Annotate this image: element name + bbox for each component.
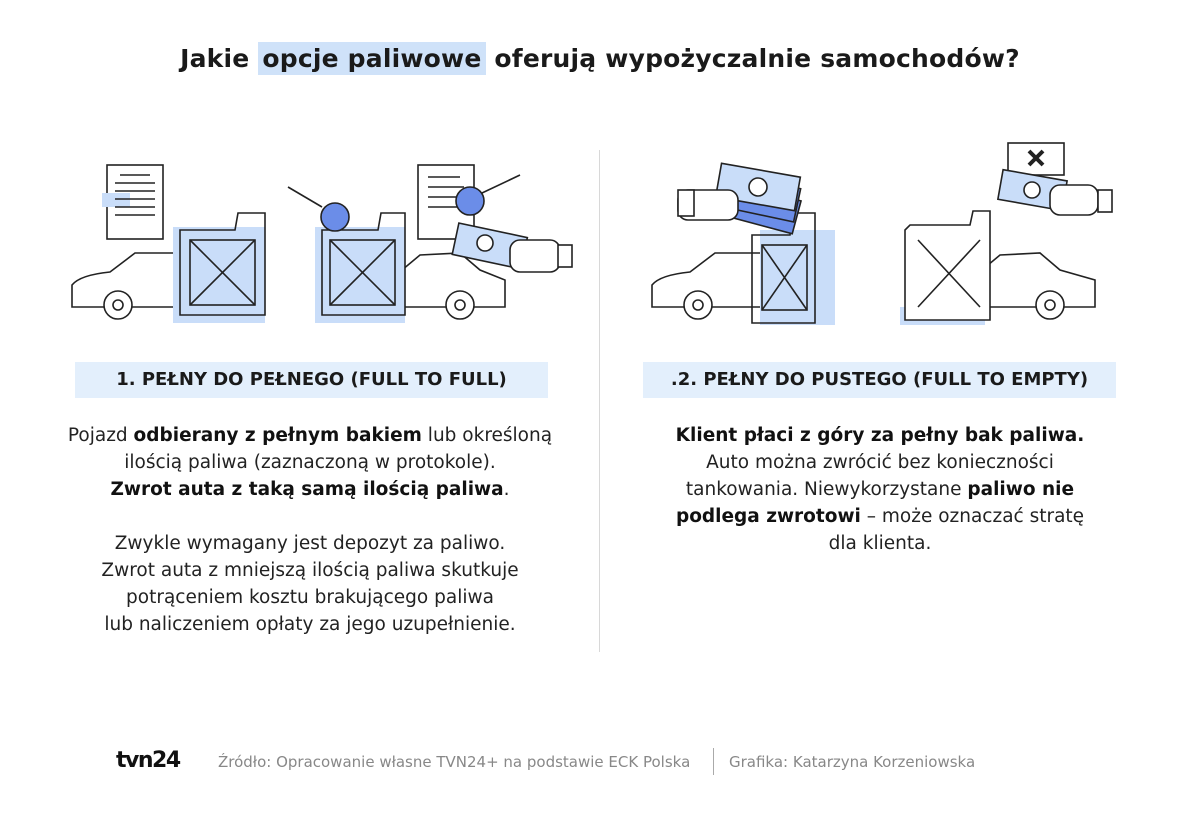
tvn24-logo: tvn24: [116, 748, 181, 773]
bold-text: Zwrot auta z taką samą ilością paliwa: [110, 479, 504, 500]
text: Pojazd: [67, 425, 134, 446]
page-title: Jakie opcje paliwowe oferują wypożyczaln…: [0, 42, 1200, 75]
text-line: Auto można zwrócić bez konieczności: [706, 452, 1054, 473]
bold-text: paliwo nie: [967, 479, 1075, 500]
text-line: Klient płaci z góry za pełny bak paliwa.: [620, 422, 1140, 449]
option-1-heading: 1. PEŁNY DO PEŁNEGO (FULL TO FULL): [75, 362, 548, 398]
title-text: Jakie: [180, 44, 259, 73]
text-line: podlega zwrotowi – może oznaczać stratę: [620, 503, 1140, 530]
option-2-description: Klient płaci z góry za pełny bak paliwa.…: [620, 422, 1140, 557]
text-line: tankowania. Niewykorzystane paliwo nie: [620, 476, 1140, 503]
text: .: [503, 479, 510, 500]
bold-text: odbierany z pełnym bakiem: [133, 425, 422, 446]
full-to-full-illustration: [71, 164, 573, 323]
option-1-description: Pojazd odbierany z pełnym bakiem lub okr…: [40, 422, 580, 638]
text-line: ilością paliwa (zaznaczoną w protokole).: [124, 452, 496, 473]
footer-separator: [713, 748, 714, 775]
bold-text: podlega zwrotowi: [675, 506, 861, 527]
text-line: Zwrot auta z taką samą ilością paliwa.: [40, 476, 580, 503]
text-line: Pojazd odbierany z pełnym bakiem lub okr…: [40, 422, 580, 449]
text-line: Zwrot auta z mniejszą ilością paliwa sku…: [101, 560, 519, 581]
title-highlight: opcje paliwowe: [258, 42, 486, 75]
text-line: potrąceniem kosztu brakującego paliwa: [126, 587, 494, 608]
text-line: lub naliczeniem opłaty za jego uzupełnie…: [104, 614, 516, 635]
column-divider: [599, 150, 600, 652]
source-text: Źródło: Opracowanie własne TVN24+ na pod…: [218, 753, 691, 771]
text: – może oznaczać stratę: [860, 506, 1085, 527]
title-text: oferują wypożyczalnie samochodów?: [485, 44, 1020, 73]
option-2-heading: .2. PEŁNY DO PUSTEGO (FULL TO EMPTY): [643, 362, 1116, 398]
footer: tvn24 Źródło: Opracowanie własne TVN24+ …: [0, 748, 1200, 778]
text-line: Zwykle wymagany jest depozyt za paliwo.: [114, 533, 506, 554]
text-line: dla klienta.: [828, 533, 932, 554]
text: tankowania. Niewykorzystane: [685, 479, 968, 500]
text: lub określoną: [421, 425, 553, 446]
credit-text: Grafika: Katarzyna Korzeniowska: [729, 753, 976, 771]
full-to-empty-illustration: [651, 142, 1113, 325]
bold-text: Klient płaci z góry za pełny bak paliwa.: [675, 425, 1085, 446]
